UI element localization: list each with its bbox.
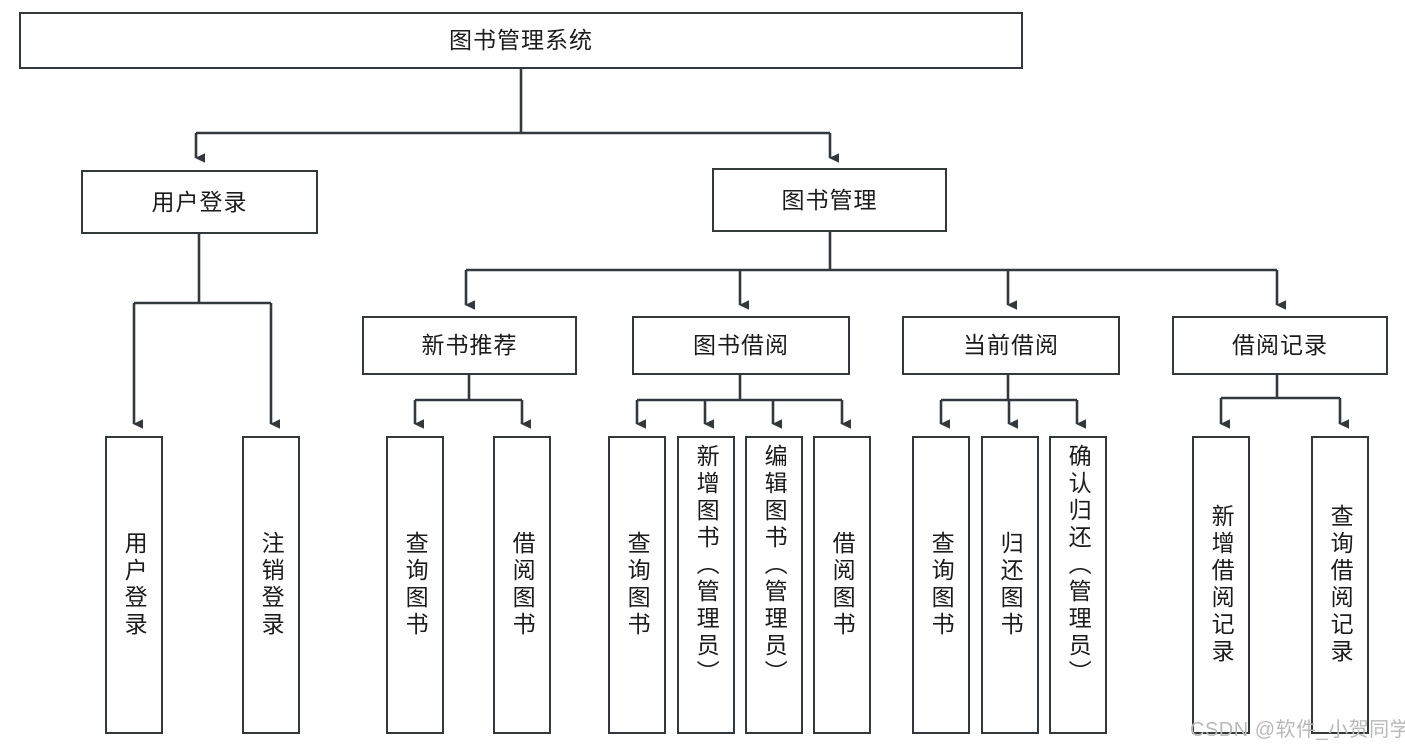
node-label: 编辑图书（管理员） [761,444,788,687]
node-label: 查询图书 [624,531,651,639]
node-new-book-recommend[interactable]: 新书推荐 [362,316,577,375]
node-user-login[interactable]: 用户登录 [81,170,318,234]
node-current-borrow[interactable]: 当前借阅 [902,316,1120,375]
leaf-query-book-current[interactable]: 查询图书 [912,436,970,734]
node-label: 用户登录 [121,531,148,639]
node-book-borrow[interactable]: 图书借阅 [632,316,850,375]
node-label: 图书管理 [781,186,878,213]
node-label: 借阅图书 [829,531,856,639]
leaf-add-book[interactable]: 新增图书（管理员） [677,436,735,734]
node-label: 新书推荐 [421,332,518,359]
node-borrow-record[interactable]: 借阅记录 [1172,316,1388,375]
node-label: 图书管理系统 [449,27,593,54]
node-label: 新增借阅记录 [1208,504,1235,666]
csdn-watermark: CSDN @软件_小贺同学 [1190,719,1405,741]
leaf-borrow-book-recommend[interactable]: 借阅图书 [493,436,551,734]
node-label: 注销登录 [258,531,285,639]
node-label: 图书借阅 [693,332,789,359]
leaf-logout-login[interactable]: 注销登录 [242,436,300,734]
node-label: 查询图书 [928,531,955,639]
leaf-borrow-book-borrow[interactable]: 借阅图书 [813,436,871,734]
node-label: 查询图书 [402,531,429,639]
node-label: 查询借阅记录 [1327,504,1354,666]
node-label: 当前借阅 [963,332,1059,359]
leaf-return-book[interactable]: 归还图书 [981,436,1039,734]
node-root-system[interactable]: 图书管理系统 [19,12,1023,69]
node-label: 借阅图书 [509,531,536,639]
leaf-confirm-return[interactable]: 确认归还（管理员） [1049,436,1107,734]
leaf-edit-book[interactable]: 编辑图书（管理员） [745,436,803,734]
leaf-query-book-borrow[interactable]: 查询图书 [608,436,666,734]
node-label: 用户登录 [151,188,248,215]
leaf-query-borrow-record[interactable]: 查询借阅记录 [1311,436,1369,734]
node-label: 借阅记录 [1232,332,1328,359]
node-label: 新增图书（管理员） [693,444,720,687]
node-label: 确认归还（管理员） [1065,444,1092,687]
node-book-management[interactable]: 图书管理 [712,168,947,232]
leaf-add-borrow-record[interactable]: 新增借阅记录 [1192,436,1250,734]
leaf-user-login[interactable]: 用户登录 [105,436,163,734]
node-label: 归还图书 [997,531,1024,639]
leaf-query-book-recommend[interactable]: 查询图书 [386,436,444,734]
